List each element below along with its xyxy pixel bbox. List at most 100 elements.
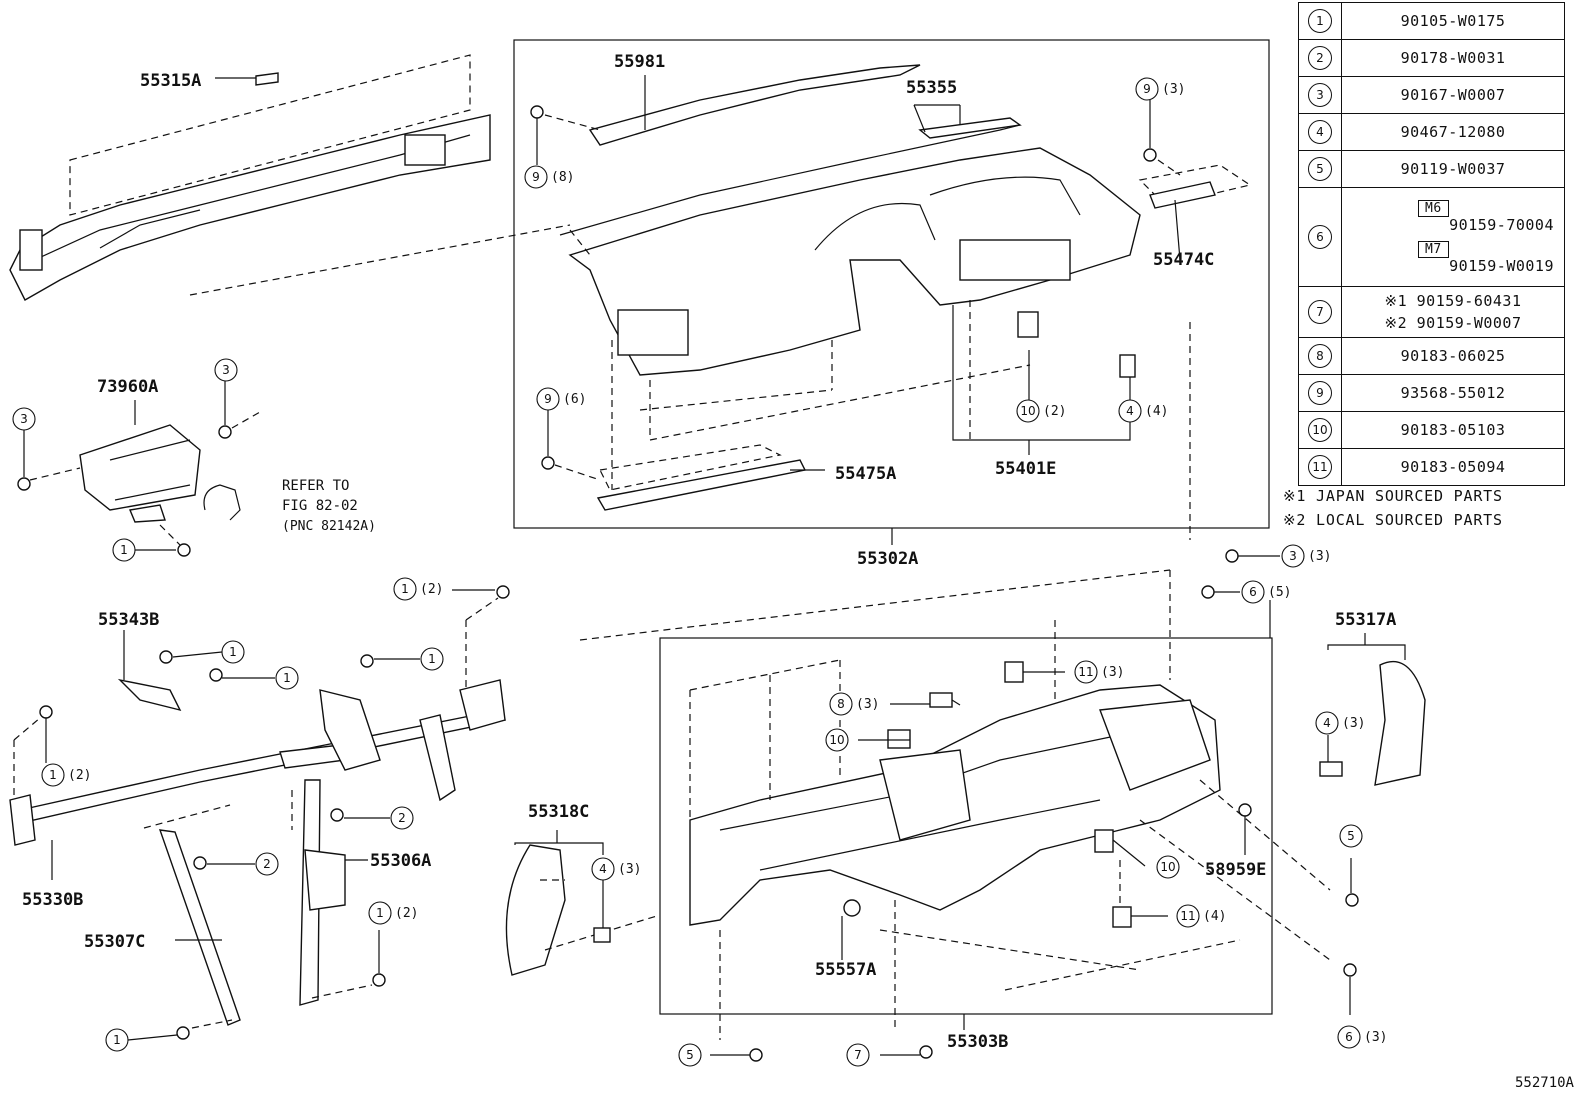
callout-9: 9 — [1143, 82, 1151, 96]
legend-part-number: 90105-W0175 — [1400, 12, 1506, 30]
legend-number-cell: 8 — [1298, 337, 1342, 375]
legend-part-cell: 90167-W0007 — [1341, 76, 1565, 114]
label-55307C: 55307C — [84, 932, 145, 952]
callout-9: 9 — [532, 170, 540, 184]
callout-11: 11 — [1078, 665, 1093, 679]
note-local-sourced: ※2 LOCAL SOURCED PARTS — [1283, 511, 1503, 529]
fastener-legend-table: 1 90105-W0175 2 90178-W0031 3 90167-W0007 4 904… — [1298, 2, 1565, 486]
support-beam-drawing — [9, 585, 510, 1041]
qty-label: (3) — [856, 697, 879, 712]
label-55330B: 55330B — [22, 890, 83, 910]
callout-5: 5 — [686, 1048, 694, 1062]
label-55401E: 55401E — [995, 459, 1056, 479]
legend-number-cell: 3 — [1298, 76, 1342, 114]
legend-number-cell: 9 — [1298, 374, 1342, 412]
legend-row: 11 90183-05094 — [1298, 448, 1565, 486]
label-55981: 55981 — [614, 52, 665, 72]
legend-number: 4 — [1308, 120, 1332, 144]
side-covers-drawing — [505, 633, 1426, 976]
legend-row: 3 90167-W0007 — [1298, 76, 1565, 114]
label-55475A: 55475A — [835, 464, 896, 484]
qty-label: (2) — [68, 768, 91, 783]
label-55315A: 55315A — [140, 71, 201, 91]
lower-panel-group-box — [659, 637, 1273, 1015]
legend-part-number: ※2 90159-W0007 — [1384, 314, 1522, 332]
callouts: 9 (3) 9 (8) 9 (6) 10 (2) 4 (4) 3 3 1 3 (… — [12, 77, 1387, 1067]
legend-number: 7 — [1308, 300, 1332, 324]
legend-number-cell: 10 — [1298, 411, 1342, 449]
legend-row: 5 90119-W0037 — [1298, 150, 1565, 188]
size-m7: M7 — [1418, 241, 1449, 258]
legend-part-number: 90159-70004 — [1449, 216, 1554, 234]
callout-1: 1 — [428, 652, 436, 666]
legend-part-number: 93568-55012 — [1400, 384, 1506, 402]
refer-line1: REFER TO — [282, 478, 349, 494]
callout-3: 3 — [20, 412, 28, 426]
qty-label: (5) — [1268, 585, 1291, 600]
legend-part-number: 90183-05094 — [1400, 458, 1506, 476]
callout-4: 4 — [599, 862, 607, 876]
legend-number-cell: 7 — [1298, 286, 1342, 338]
label-55474C: 55474C — [1153, 250, 1214, 270]
legend-number: 1 — [1308, 9, 1332, 33]
legend-part-cell: 90183-05094 — [1341, 448, 1565, 486]
legend-part-number: ※1 90159-60431 — [1384, 292, 1522, 310]
qty-label: (8) — [551, 170, 574, 185]
legend-part-number: 90159-W0019 — [1449, 257, 1554, 275]
qty-label: (3) — [1342, 716, 1365, 731]
legend-number-cell: 6 — [1298, 187, 1342, 287]
qty-label: (4) — [1203, 909, 1226, 924]
callout-11: 11 — [1180, 909, 1195, 923]
callout-3: 3 — [222, 363, 230, 377]
label-55318C: 55318C — [528, 802, 589, 822]
legend-part-number: 90467-12080 — [1400, 123, 1506, 141]
legend-number-cell: 2 — [1298, 39, 1342, 77]
qty-label: (6) — [563, 392, 586, 407]
callout-4: 4 — [1323, 716, 1331, 730]
legend-part-number: 90119-W0037 — [1400, 160, 1506, 178]
legend-number: 8 — [1308, 344, 1332, 368]
label-58959E: 58959E — [1205, 860, 1266, 880]
qty-label: (3) — [1364, 1030, 1387, 1045]
legend-row: 2 90178-W0031 — [1298, 39, 1565, 77]
callout-1: 1 — [283, 671, 291, 685]
legend-number: 10 — [1308, 418, 1332, 442]
callout-1: 1 — [229, 645, 237, 659]
legend-part-number: 90178-W0031 — [1400, 49, 1506, 67]
legend-number: 5 — [1308, 157, 1332, 181]
legend-number-cell: 11 — [1298, 448, 1342, 486]
legend-row: 1 90105-W0175 — [1298, 2, 1565, 40]
reinforcement-55315A-drawing — [9, 54, 491, 301]
legend-part-cell: 90178-W0031 — [1341, 39, 1565, 77]
size-m6: M6 — [1418, 200, 1449, 217]
legend-number-cell: 4 — [1298, 113, 1342, 151]
legend-part-cell: ※1 90159-60431 ※2 90159-W0007 — [1341, 286, 1565, 338]
callout-2: 2 — [263, 857, 271, 871]
callout-1: 1 — [401, 582, 409, 596]
qty-label: (3) — [1162, 82, 1185, 97]
label-55303B: 55303B — [947, 1032, 1008, 1052]
qty-label: (2) — [1043, 404, 1066, 419]
instrument-panel-55302A-drawing — [189, 64, 1252, 545]
label-55302A: 55302A — [857, 549, 918, 569]
legend-row: 9 93568-55012 — [1298, 374, 1565, 412]
lower-panel-55303B-drawing — [579, 549, 1359, 1062]
qty-label: (3) — [1308, 549, 1331, 564]
legend-part-cell: 90119-W0037 — [1341, 150, 1565, 188]
legend-number-cell: 5 — [1298, 150, 1342, 188]
callout-8: 8 — [837, 697, 845, 711]
legend-number: 3 — [1308, 83, 1332, 107]
qty-label: (3) — [618, 862, 641, 877]
legend-part-cell: 93568-55012 — [1341, 374, 1565, 412]
legend-part-cell: 90105-W0175 — [1341, 2, 1565, 40]
legend-number-cell: 1 — [1298, 2, 1342, 40]
airbag-73960A-drawing — [17, 380, 261, 557]
qty-label: (2) — [395, 906, 418, 921]
legend-part-number: 90183-05103 — [1400, 421, 1506, 439]
callout-3: 3 — [1289, 549, 1297, 563]
callout-10: 10 — [1160, 860, 1175, 874]
legend-part-number: 90167-W0007 — [1400, 86, 1506, 104]
